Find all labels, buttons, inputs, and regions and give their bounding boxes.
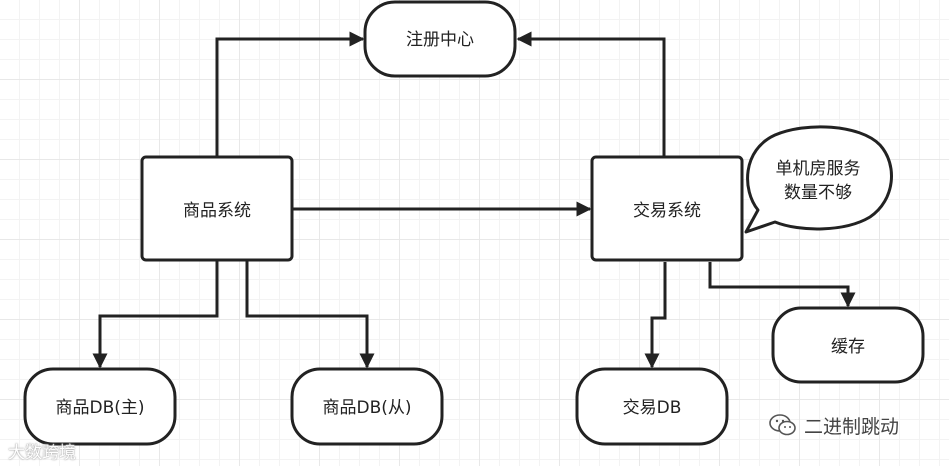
node-product-system[interactable]: 商品系统 [140,155,294,262]
node-product-db-slave[interactable]: 商品DB(从) [290,367,444,446]
node-trade-system[interactable]: 交易系统 [590,155,744,262]
node-trade-db[interactable]: 交易DB [575,367,729,446]
product-system-label: 商品系统 [183,201,251,221]
watermark-right: 二进制跳动 [768,412,899,438]
trade-system-label: 交易系统 [633,201,701,221]
callout-line-2: 数量不够 [784,183,852,203]
edge-trade-to-registry [516,31,666,157]
edge-trade-to-cache [708,262,856,308]
watermark-left-text: 大数跨境 [8,443,76,463]
node-cache[interactable]: 缓存 [771,306,925,384]
watermark-left: 大数跨境 [8,438,76,463]
registry-label: 注册中心 [406,30,474,50]
edges [92,31,856,369]
edge-trade-to-trade-db [644,262,667,369]
callout-line-1: 单机房服务 [776,159,861,179]
edge-product-to-db-slave [245,260,375,369]
wechat-icon [769,414,796,436]
edge-product-to-db-master [92,260,219,369]
callout-bubble: 单机房服务 数量不够 [744,125,893,234]
node-product-db-master[interactable]: 商品DB(主) [23,367,177,446]
edge-product-to-registry [215,31,365,157]
cache-label: 缓存 [831,337,865,357]
node-registry[interactable]: 注册中心 [363,0,517,78]
product-db-slave-label: 商品DB(从) [322,398,411,418]
product-db-master-label: 商品DB(主) [55,398,144,418]
trade-db-label: 交易DB [623,398,682,418]
watermark-right-text: 二进制跳动 [804,415,900,438]
